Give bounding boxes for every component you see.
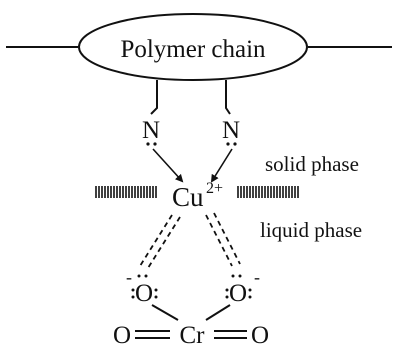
right-nitrogen-lone-pair bbox=[226, 142, 237, 146]
right-oxygen-lone-pairs bbox=[225, 274, 252, 299]
left-oxygen: O bbox=[135, 280, 153, 307]
copper-ion-charge: 2+ bbox=[206, 180, 223, 197]
polymer-chain-label: Polymer chain bbox=[120, 36, 266, 63]
right-dashed-coordination bbox=[205, 212, 241, 267]
right-nitrogen: N bbox=[222, 117, 240, 144]
chromium-symbol: Cr bbox=[180, 322, 206, 349]
right-o-cr-bond bbox=[205, 304, 231, 321]
right-solid-surface-hatch bbox=[237, 186, 299, 198]
copper-ion-symbol: Cu bbox=[172, 182, 204, 212]
right-oxo-oxygen: O bbox=[251, 322, 269, 349]
left-oxygen-lone-pairs bbox=[131, 274, 158, 299]
left-o-cr-bond bbox=[151, 304, 179, 321]
right-pendant-link bbox=[225, 80, 231, 115]
left-nitrogen-lone-pair bbox=[146, 142, 157, 146]
right-cr-double-bond bbox=[214, 330, 247, 339]
left-pendant-link bbox=[150, 80, 158, 115]
solid-phase-label: solid phase bbox=[265, 152, 359, 176]
left-dashed-coordination bbox=[139, 214, 181, 269]
polymer-chain-ellipse bbox=[78, 13, 308, 81]
left-nitrogen: N bbox=[142, 117, 160, 144]
left-cr-double-bond bbox=[135, 330, 170, 339]
liquid-phase-label: liquid phase bbox=[260, 218, 362, 242]
left-coordination-arrow bbox=[152, 148, 184, 183]
right-oxygen: O bbox=[229, 280, 247, 307]
left-oxo-oxygen: O bbox=[113, 322, 131, 349]
left-solid-surface-hatch bbox=[95, 186, 157, 198]
left-oxygen-charge: - bbox=[126, 267, 132, 287]
right-coordination-arrow bbox=[210, 148, 233, 183]
right-oxygen-charge: - bbox=[254, 267, 260, 287]
